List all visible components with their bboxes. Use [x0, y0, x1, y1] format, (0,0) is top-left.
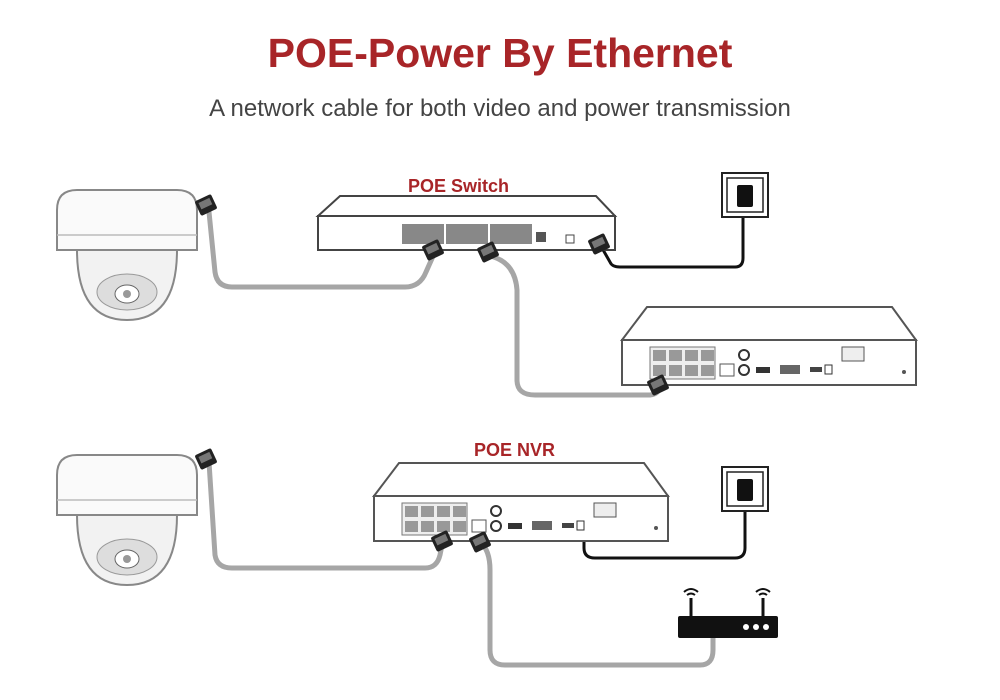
ethernet-cable: [206, 209, 437, 290]
dome-camera-icon: [56, 189, 198, 321]
diagram-subtitle: A network cable for both video and power…: [209, 95, 791, 122]
ethernet-cable: [477, 539, 716, 668]
power-cable: [582, 493, 747, 560]
rj45-connector-icon: [194, 447, 218, 471]
poe-nvr-label: POE NVR: [474, 440, 556, 460]
router-icon: [678, 588, 778, 638]
nvr-icon: [621, 306, 917, 386]
power-outlet-icon: [721, 172, 769, 218]
power-cable: [600, 196, 745, 269]
poe-switch-icon: [315, 195, 618, 251]
diagram-title: POE-Power By Ethernet: [267, 30, 733, 76]
ethernet-cable: [206, 459, 446, 571]
power-outlet-icon: [721, 466, 769, 512]
poe-switch-label: POE Switch: [408, 176, 510, 196]
nvr-icon: [373, 462, 669, 542]
dome-camera-icon: [56, 454, 198, 586]
